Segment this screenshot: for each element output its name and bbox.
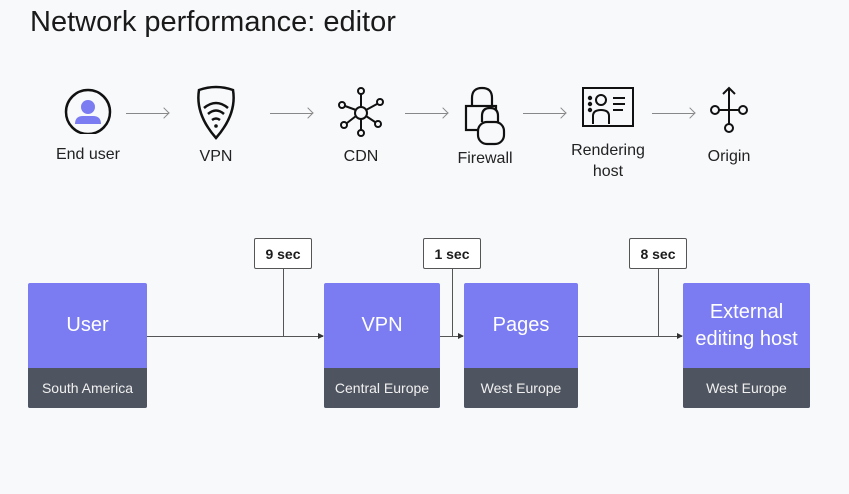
latency-label: 8 sec	[629, 238, 687, 269]
arrow	[405, 113, 447, 114]
flow-label: CDN	[343, 148, 379, 165]
flow-label: VPN	[199, 148, 233, 165]
box-vpn: VPN Central Europe	[324, 283, 440, 408]
box-user: User South America	[28, 283, 147, 408]
box-location: Central Europe	[324, 368, 440, 408]
flow-node-firewall: Firewall	[425, 84, 545, 169]
arrow	[126, 113, 168, 114]
network-hub-icon	[338, 87, 384, 137]
git-branch-icon	[710, 86, 748, 133]
latency-label: 9 sec	[254, 238, 312, 269]
box-location: West Europe	[683, 368, 810, 408]
connector-pages-external	[578, 333, 683, 339]
latency-leader	[283, 268, 284, 336]
box-name: Pages	[492, 314, 550, 336]
latency-leader	[452, 268, 453, 336]
flow-label: End user	[55, 146, 121, 163]
connector-user-vpn	[147, 333, 324, 339]
flow-node-origin: Origin	[669, 84, 789, 167]
box-location: South America	[28, 368, 147, 408]
box-location: West Europe	[464, 368, 578, 408]
flow-label: Rendering host	[571, 142, 645, 180]
flow-node-end-user: End user	[28, 84, 148, 165]
id-card-icon	[582, 87, 634, 127]
flow-label: Firewall	[457, 150, 513, 167]
flow-node-vpn: VPN	[156, 84, 276, 167]
box-name: VPN	[361, 314, 403, 336]
locks-icon	[464, 86, 506, 146]
box-name: External editing host	[695, 300, 798, 350]
page-title: Network performance: editor	[30, 6, 396, 38]
flow-node-cdn: CDN	[301, 84, 421, 167]
flow-node-rendering-host: Rendering host	[548, 84, 668, 182]
arrow	[652, 113, 694, 114]
latency-label: 1 sec	[423, 238, 481, 269]
user-avatar-icon	[64, 88, 112, 134]
connector-vpn-pages	[440, 333, 464, 339]
arrow	[523, 113, 565, 114]
shield-wifi-icon	[197, 85, 235, 140]
latency-leader	[658, 268, 659, 336]
arrow	[270, 113, 312, 114]
box-name: User	[66, 314, 109, 336]
box-pages: Pages West Europe	[464, 283, 578, 408]
flow-label: Origin	[707, 148, 751, 165]
box-external-editing-host: External editing host West Europe	[683, 283, 810, 408]
